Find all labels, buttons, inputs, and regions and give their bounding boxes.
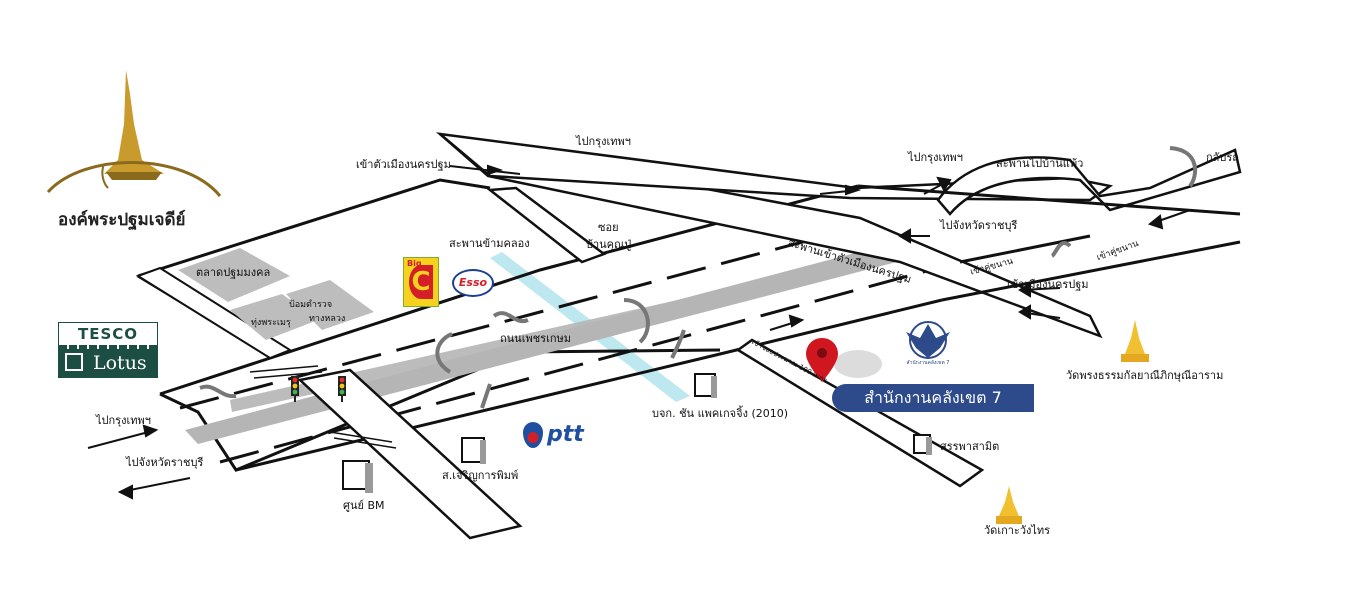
label-soi: ซอย <box>598 221 619 234</box>
label-into-city-right: เข้าเมืองนครปฐม <box>1007 278 1089 291</box>
traffic-arrows <box>199 146 1198 409</box>
label-ban-khun-pu: บ้านคุณปู่ <box>586 238 632 251</box>
label-to-ratchaburi-left: ไปจังหวัดราชบุรี <box>126 456 204 469</box>
garuda-emblem-icon: สำนักงานคลังเขต 7 <box>906 321 950 366</box>
stupa-logo-icon <box>46 70 222 197</box>
label-phet-kasem: ถนนเพชรเกษม <box>500 332 572 345</box>
label-wat-ko: วัดเกาะวังไทร <box>984 524 1051 537</box>
label-to-bangkok-right: ไปกรุงเทพฯ <box>908 151 963 164</box>
label-temple-right: วัดพรงธรรมกัลยาณีภิกษุณีอาราม <box>1066 369 1224 382</box>
label-highway: ทางหลวง <box>309 314 346 324</box>
bigc-logo: Big C <box>403 257 439 307</box>
cross-road <box>297 368 523 540</box>
office-name-box: สำนักงานคลังเขต 7 <box>832 384 1034 412</box>
label-police-box: ป้อมตำรวจ <box>289 300 333 310</box>
land-plots <box>178 248 374 340</box>
building-icon <box>913 434 932 455</box>
logo-title: องค์พระปฐมเจดีย์ <box>58 210 186 230</box>
label-sor-charoen: ส.เจริญการพิมพ์ <box>442 469 519 482</box>
pagoda-icon <box>996 486 1022 524</box>
tesco-stripe <box>59 345 157 349</box>
building-icon <box>461 437 486 464</box>
map-marker-icon <box>806 338 882 382</box>
cross-road-upper <box>135 266 293 360</box>
lotus-text: Lotus <box>93 352 147 374</box>
label-into-city-top: เข้าตัวเมืองนครปฐม <box>356 158 451 171</box>
bigc-big: C <box>409 265 433 299</box>
pagoda-icon <box>1121 320 1149 362</box>
tesco-text: TESCO <box>77 325 139 343</box>
traffic-light-icon <box>338 376 346 402</box>
label-company: บจก. ชัน แพคเกจจิ้ง (2010) <box>652 407 789 420</box>
lotus-text-wrap: Lotus <box>59 349 157 377</box>
label-to-bangkok-left: ไปกรุงเทพฯ <box>96 414 151 427</box>
dept-logo-text: สำนักงานคลังเขต 7 <box>907 360 950 366</box>
label-thung-phra-men: ทุ่งพระเมรุ <box>251 318 291 328</box>
tesco-lotus-logo: TESCO Lotus <box>58 322 158 378</box>
soi-ban-khun-pu <box>486 186 607 264</box>
ptt-text: ptt <box>547 422 584 447</box>
building-icon <box>342 460 373 493</box>
ptt-drop-icon <box>523 422 543 448</box>
esso-logo: Esso <box>452 269 494 297</box>
right-road <box>857 184 1241 302</box>
label-market: ตลาดปฐมมงคล <box>196 266 271 279</box>
overpass <box>435 132 1114 339</box>
building-icon <box>694 373 717 398</box>
crosswalk <box>249 365 397 449</box>
label-canal-bridge: สะพานข้ามคลอง <box>449 237 530 250</box>
traffic-light-icon <box>291 376 299 402</box>
label-bm-center: ศูนย์ BM <box>343 499 385 512</box>
label-to-bangkok-top: ไปกรุงเทพฯ <box>576 135 631 148</box>
lotus-square-icon <box>65 353 83 371</box>
direction-arrows <box>87 164 1191 500</box>
label-to-ratchaburi-right: ไปจังหวัดราชบุรี <box>940 219 1018 232</box>
label-bridge-ban-kaeo: สะพานไปบ้านแพ้ว <box>996 157 1084 170</box>
label-u-turn: กลับรถ <box>1206 151 1239 164</box>
bigc-small: Big <box>407 259 422 268</box>
label-sapphasamit: สรรพาสามิต <box>940 440 1000 453</box>
